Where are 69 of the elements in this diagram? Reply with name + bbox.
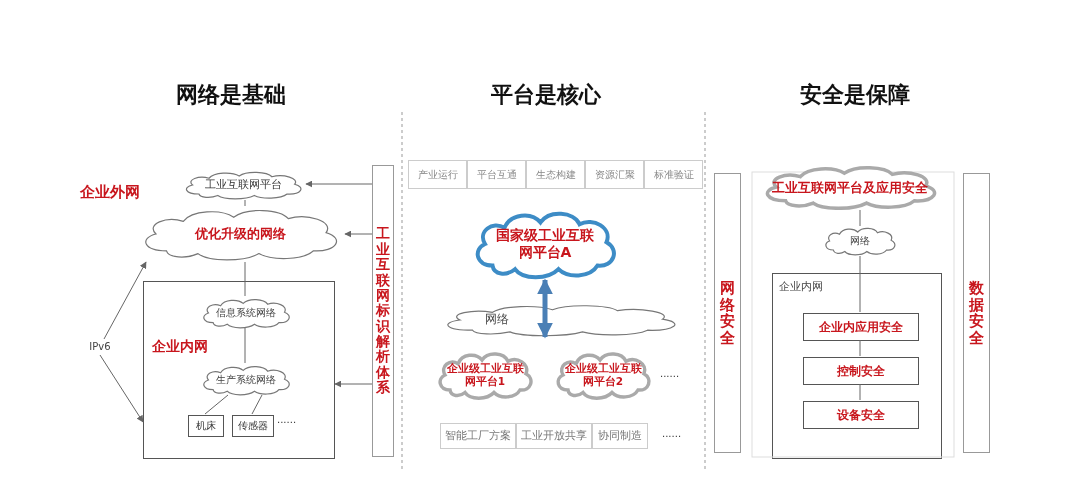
- table-cell: [592, 423, 648, 449]
- node-label: 企业内网: [152, 338, 208, 355]
- vertical-band: [714, 173, 741, 453]
- node-label: 工业互联网平台: [204, 178, 282, 192]
- node-label: 数据安全: [969, 280, 984, 346]
- frame-box: [772, 273, 942, 459]
- node-label: 标准验证: [653, 168, 694, 181]
- arrow: [99, 354, 144, 423]
- node-label: 传感器: [238, 420, 268, 432]
- node-label: 生态构建: [535, 168, 576, 181]
- frame-box: [143, 281, 335, 459]
- connector-line: [859, 255, 861, 313]
- table-cell: [408, 160, 467, 189]
- connector-line: [251, 394, 263, 415]
- connector-line: [859, 209, 861, 227]
- node-label: 智能工厂方案: [445, 429, 511, 443]
- connector-line: [859, 339, 861, 357]
- node-label: 生产系统网络: [216, 374, 276, 386]
- frame-box: [803, 313, 919, 341]
- table-cell: [644, 160, 703, 189]
- node-label: 资源汇聚: [594, 168, 635, 181]
- node-label: 网络: [850, 235, 870, 247]
- node-label: 工业互联网平台及应用安全: [772, 179, 928, 195]
- node-label: 机床: [196, 420, 216, 432]
- section-label: 企业外网: [80, 183, 140, 202]
- table-cell: [467, 160, 526, 189]
- frame-box: [188, 415, 224, 437]
- ellipsis-text: ......: [660, 368, 680, 379]
- arrow: [537, 278, 553, 339]
- arrow: [334, 380, 373, 388]
- column-title: 网络是基础: [176, 81, 286, 109]
- node-label: 企业级工业互联网平台1: [445, 362, 525, 388]
- node-label: 企业内网: [779, 280, 823, 294]
- node-label: 网络: [485, 312, 509, 327]
- table-cell: [585, 160, 644, 189]
- frame-box: [232, 415, 274, 437]
- node-label: 企业级工业互联网平台2: [563, 362, 643, 388]
- column-title: 安全是保障: [800, 81, 910, 109]
- arrow: [305, 180, 373, 188]
- node-label: 产业运行: [417, 168, 458, 181]
- node-label: 工业互联网标识解析体系: [376, 226, 390, 396]
- connector-line: [244, 261, 246, 297]
- ellipsis-text: ......: [662, 428, 682, 439]
- node-label: 平台互通: [476, 168, 517, 181]
- node-label: 工业开放共享: [521, 429, 587, 443]
- node-label: 设备安全: [837, 407, 885, 423]
- vertical-band: [963, 173, 990, 453]
- arrow: [344, 230, 373, 238]
- node-label: 协同制造: [598, 429, 642, 443]
- connector-line: [244, 327, 246, 364]
- arrow: [103, 261, 147, 340]
- ellipsis-text: ......: [277, 414, 297, 425]
- node-label: 网络安全: [720, 280, 735, 346]
- column-title: 平台是核心: [491, 81, 601, 109]
- node-label: 国家级工业互联网平台A: [495, 227, 595, 261]
- table-cell: [526, 160, 585, 189]
- node-label: 控制安全: [837, 363, 885, 379]
- table-cell: [440, 423, 516, 449]
- node-label: IPv6: [89, 341, 111, 353]
- frame-box: [803, 357, 919, 385]
- frame-box: [803, 401, 919, 429]
- vertical-band: [372, 165, 394, 457]
- connector-line: [244, 199, 246, 207]
- connector-line: [204, 394, 229, 415]
- table-cell: [516, 423, 592, 449]
- node-label: 优化升级的网络: [194, 226, 286, 242]
- connector-line: [859, 383, 861, 401]
- node-label: 信息系统网络: [216, 307, 276, 319]
- node-label: 企业内应用安全: [819, 319, 903, 335]
